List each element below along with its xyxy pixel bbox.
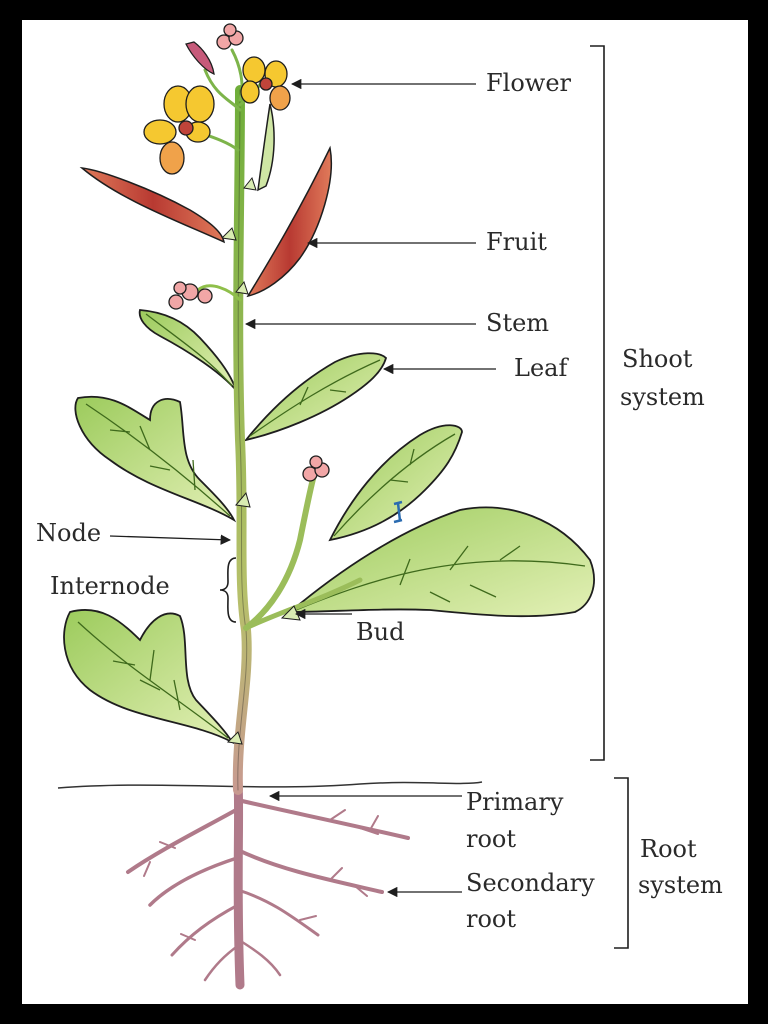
- label-root-system-line2: system: [638, 871, 723, 899]
- soil-line: [57, 781, 483, 789]
- fruit-green: [257, 103, 275, 192]
- label-shoot-system-line2: system: [620, 383, 705, 411]
- flowers: [143, 23, 330, 482]
- flower-small: [240, 56, 291, 111]
- fruit-left: [79, 166, 226, 244]
- fruit-right: [246, 145, 332, 298]
- label-flower: Flower: [486, 69, 571, 97]
- branch-right: [243, 472, 317, 631]
- primary-root: [233, 775, 245, 990]
- label-primary-root-line1: Primary: [466, 788, 564, 816]
- root-system-drawing: [126, 775, 410, 990]
- leaf-upper-right: [243, 352, 388, 442]
- label-secondary-root-line2: root: [466, 905, 517, 933]
- label-shoot-system-line1: Shoot: [622, 345, 693, 373]
- leaves: [63, 309, 595, 745]
- leaf-right-large: [287, 506, 595, 618]
- label-secondary-root-line1: Secondary: [466, 869, 595, 897]
- blue-mark: [393, 500, 403, 524]
- shoot-system-bracket: [590, 45, 605, 761]
- leaf-mid-left: [138, 309, 237, 391]
- brackets: [219, 45, 629, 949]
- arrow-node: [109, 534, 232, 545]
- label-bud: Bud: [356, 618, 405, 646]
- flower-bud-red: [185, 41, 215, 76]
- label-primary-root-line2: root: [466, 825, 517, 853]
- label-root-system-line1: Root: [640, 835, 697, 863]
- leaf-veins: [77, 313, 586, 739]
- flower-large: [143, 85, 215, 175]
- label-leaf: Leaf: [514, 354, 568, 382]
- flower-buds-pink: [168, 23, 330, 482]
- leaf-upper-left: [74, 395, 237, 523]
- label-fruit: Fruit: [486, 228, 547, 256]
- label-node: Node: [36, 519, 102, 547]
- pointer-arrows: [109, 78, 496, 898]
- fruits: [79, 103, 332, 298]
- internode-brace: [219, 557, 237, 623]
- label-internode: Internode: [50, 572, 170, 600]
- leaf-right-top: [328, 424, 463, 542]
- label-stem: Stem: [486, 309, 550, 337]
- root-system-bracket: [614, 777, 629, 949]
